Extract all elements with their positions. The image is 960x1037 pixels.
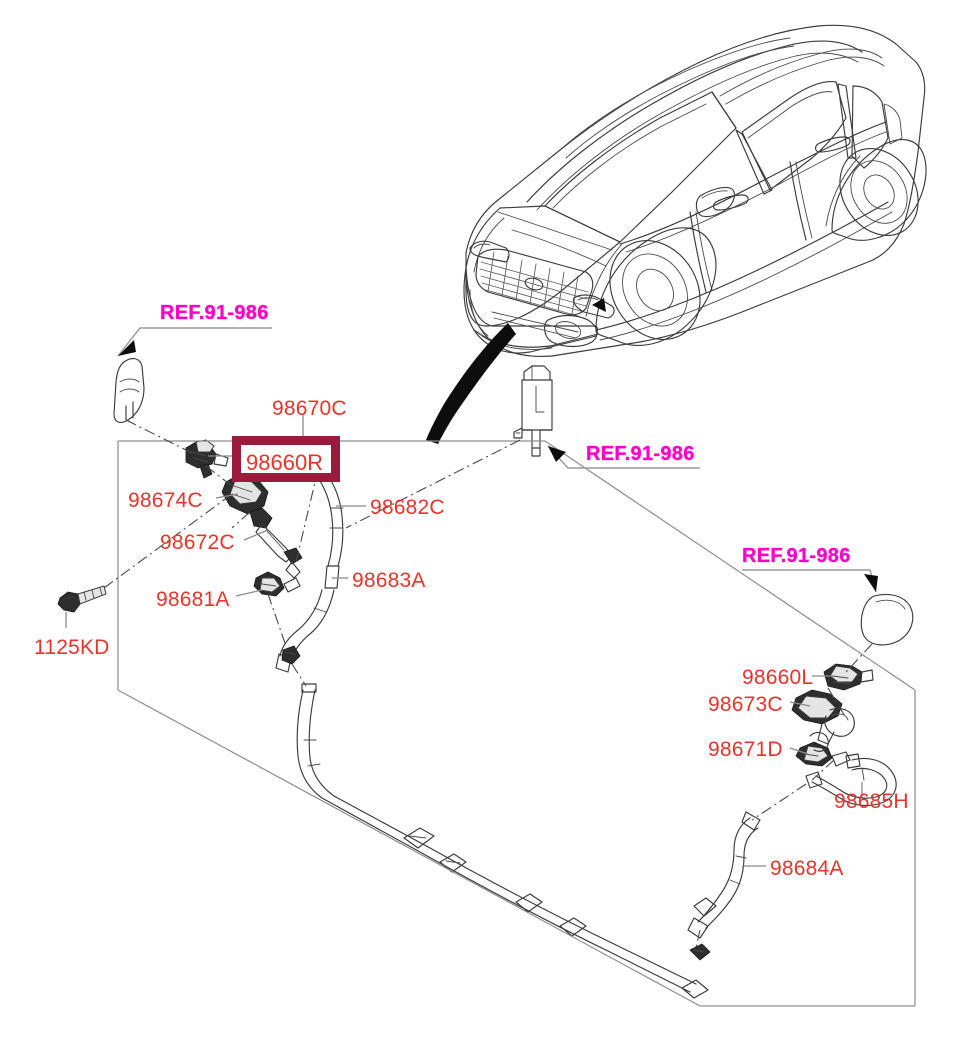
part-98685h-hose	[805, 753, 897, 807]
part-98673c-bracket	[791, 689, 855, 745]
long-center-hose	[296, 683, 709, 999]
part-98660r-nozzle	[185, 439, 229, 479]
center-inline-connector	[281, 645, 301, 665]
part-label-98684a: 98684A	[770, 857, 844, 880]
assembly-centerlines	[103, 419, 873, 949]
part-label-98681a: 98681A	[156, 588, 230, 611]
left-mirror-housing	[113, 357, 145, 423]
part-label-98674c: 98674C	[128, 489, 203, 512]
part-1125kd-bolt	[57, 585, 107, 613]
part-label-98660l: 98660L	[742, 666, 814, 689]
part-label-98670c: 98670C	[272, 397, 347, 420]
vehicle-illustration	[463, 24, 927, 357]
part-leader-lines	[65, 414, 863, 867]
diagram-boundary	[117, 440, 916, 1007]
part-98672c-fitting	[249, 507, 303, 579]
part-label-98682c: 98682C	[370, 496, 445, 519]
right-mirror-housing	[860, 593, 914, 646]
ref-leader-lines	[117, 327, 878, 593]
highlight-code-98660r: 98660R	[246, 450, 324, 475]
callout-pointer-arrow	[426, 323, 516, 444]
part-label-98672c: 98672C	[160, 531, 235, 554]
part-98684a-hose	[687, 811, 761, 961]
ref-label-center: REF.91-986	[586, 443, 695, 465]
ref-label-right: REF.91-986	[742, 545, 851, 567]
part-98681a-connector	[253, 571, 301, 597]
part-label-98673c: 98673C	[708, 693, 783, 716]
washer-pump-component	[513, 365, 553, 457]
part-label-98671d: 98671D	[708, 738, 783, 761]
highlight-box-98660r[interactable]	[232, 436, 340, 482]
part-label-98683a: 98683A	[352, 569, 426, 592]
part-98671d-fitting	[795, 731, 851, 767]
part-label-1125kd: 1125KD	[34, 636, 110, 659]
part-label-98685h: 98685H	[834, 790, 909, 813]
ref-label-top-left: REF.91-986	[160, 302, 269, 324]
part-98660l-nozzle	[823, 663, 874, 691]
